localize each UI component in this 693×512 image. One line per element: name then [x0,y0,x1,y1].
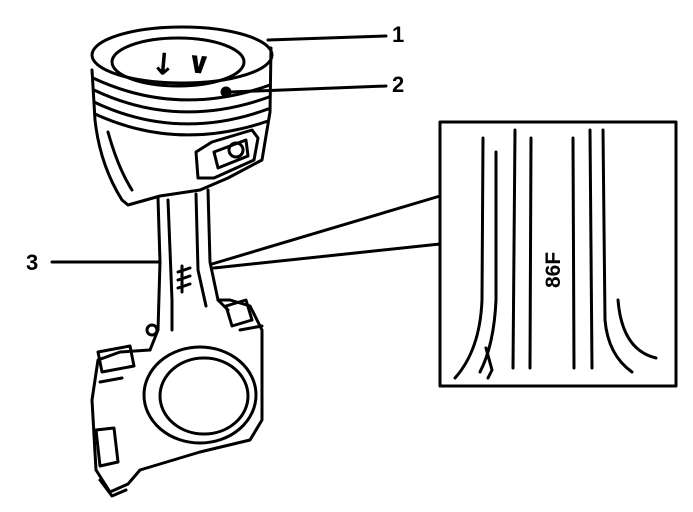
callouts: 1 2 3 [26,22,404,275]
rod-stamp-marks [176,264,192,294]
big-end-bore [142,345,258,445]
cap-bolt-left-lower [94,426,120,468]
inset-edge-8 [616,298,658,360]
callout-3-label: 3 [26,250,38,275]
oil-hole [145,323,159,337]
callout-1-leader [266,34,388,42]
ring-groove-2 [92,88,271,114]
ring-groove-4 [93,112,270,137]
inset-edge-7 [601,128,634,374]
piston-crown-inner [110,36,246,88]
callout-1-label: 1 [392,22,404,47]
piston-skirt [90,46,273,207]
callout-2-label: 2 [392,72,404,97]
inset-edge-1 [453,136,485,380]
big-end-outline [90,298,264,494]
piston-pin-end [227,141,245,159]
detail-inset: 86F [438,120,678,388]
inset-edge-4 [528,136,533,370]
inset-frame [438,120,678,388]
piston: ∧ ↑ [90,25,274,207]
ring-groove-3 [92,100,270,126]
piston-top-rim [90,25,274,85]
inset-edge-5 [571,136,576,370]
rod-beam-left [148,196,162,352]
rod-beam-web-1 [166,198,174,332]
leader-lower [212,242,442,270]
crown-mark: ∧ ↑ [149,44,212,84]
inset-leader-lines [210,194,442,270]
inset-fillet-mark [484,346,494,380]
cap-parting-line [98,324,264,384]
connecting-rod [90,188,264,498]
leader-upper [210,194,442,266]
cap-bolt-right [224,298,254,328]
big-end-base [98,478,128,498]
inset-edge-3 [511,128,517,370]
inset-edge-2 [478,150,498,374]
pin-boss [194,128,260,180]
rod-stamp-text: 86F [542,252,565,288]
skirt-inner-line [106,130,134,192]
rod-beam-right [206,188,230,312]
rod-beam-web-2 [194,192,208,308]
cap-bolt-left [96,344,136,374]
big-end-bore-inner [158,356,250,436]
callout-2-leader [228,84,388,94]
inset-edge-6 [588,128,594,370]
